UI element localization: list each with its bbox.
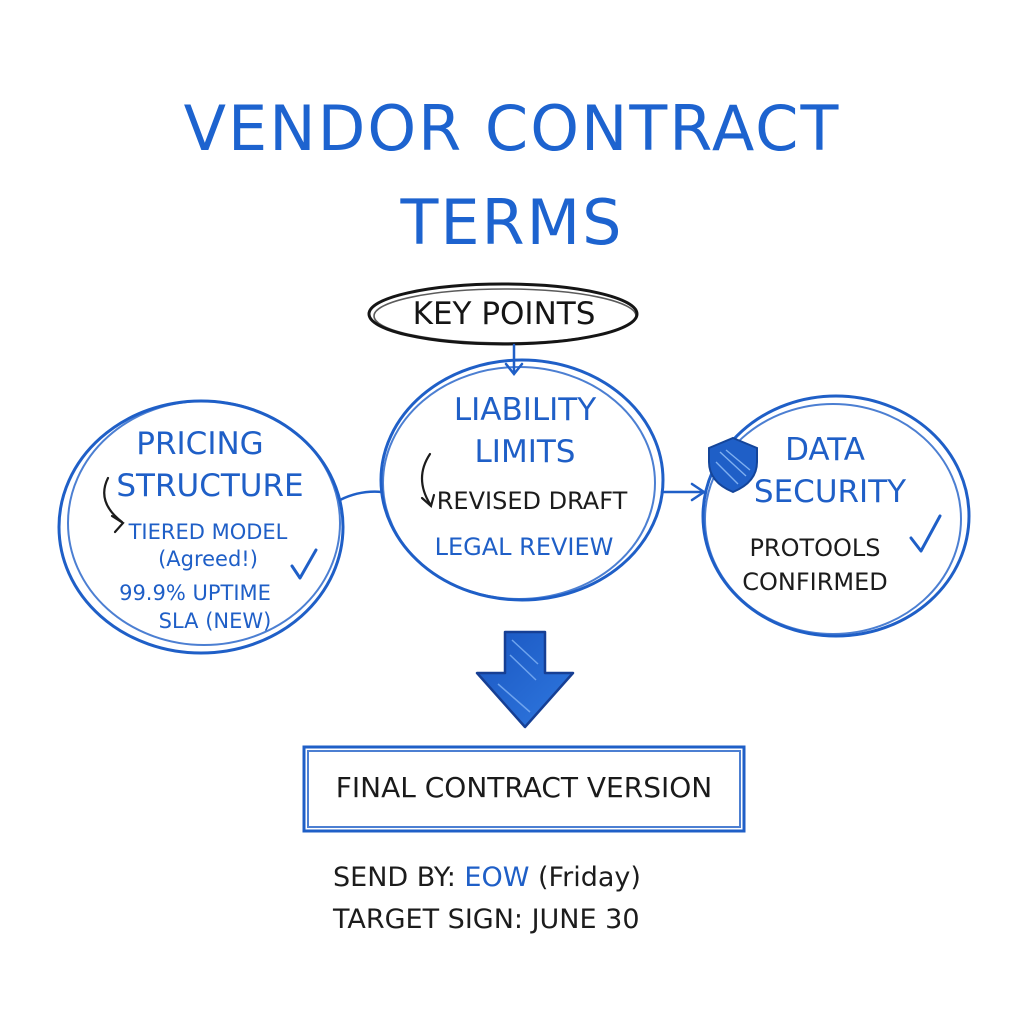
- page-title-line2: TERMS: [400, 186, 624, 259]
- final-contract-box: [302, 745, 746, 833]
- pricing-detail-4: SLA (NEW): [158, 609, 272, 633]
- pricing-title-1: PRICING: [136, 426, 264, 462]
- page-title-line1: VENDOR CONTRACT: [183, 92, 841, 165]
- final-contract-label: FINAL CONTRACT VERSION: [335, 771, 713, 804]
- pricing-liability-connector: [338, 490, 384, 502]
- pricing-circle: [57, 399, 345, 655]
- key-points-label: KEY POINTS: [412, 296, 596, 332]
- down-arrow-icon: [475, 630, 575, 729]
- security-detail-2: CONFIRMED: [742, 568, 888, 596]
- pricing-detail-3: 99.9% UPTIME: [119, 581, 271, 605]
- liability-detail-1: REVISED DRAFT: [436, 487, 628, 515]
- key-points-oval: [367, 282, 639, 346]
- pricing-detail-2: (Agreed!): [158, 547, 258, 571]
- liability-title-2: LIMITS: [474, 434, 576, 470]
- liability-circle: [379, 358, 665, 602]
- security-title-2: SECURITY: [753, 474, 907, 510]
- send-by-line: SEND BY: EOW (Friday): [333, 862, 641, 893]
- security-detail-1: PROTOOLS: [749, 534, 881, 562]
- pricing-title-2: STRUCTURE: [116, 468, 304, 504]
- liability-security-arrow: [660, 482, 707, 502]
- target-sign-line: TARGET SIGN: JUNE 30: [333, 904, 640, 935]
- security-title-1: DATA: [785, 432, 865, 468]
- liability-title-1: LIABILITY: [453, 392, 597, 428]
- send-by-value: EOW: [464, 862, 530, 893]
- pricing-check-icon: [290, 548, 318, 580]
- liability-detail-2: LEGAL REVIEW: [434, 533, 614, 561]
- security-circle: [701, 394, 971, 638]
- shield-icon: [708, 436, 758, 494]
- pricing-curve-arrow: [103, 476, 125, 534]
- pricing-detail-1: TIERED MODEL: [128, 520, 288, 544]
- security-check-icon: [909, 514, 942, 553]
- liability-curve-arrow: [420, 452, 436, 509]
- send-by-day: (Friday): [529, 862, 641, 893]
- send-by-label: SEND BY:: [333, 862, 465, 893]
